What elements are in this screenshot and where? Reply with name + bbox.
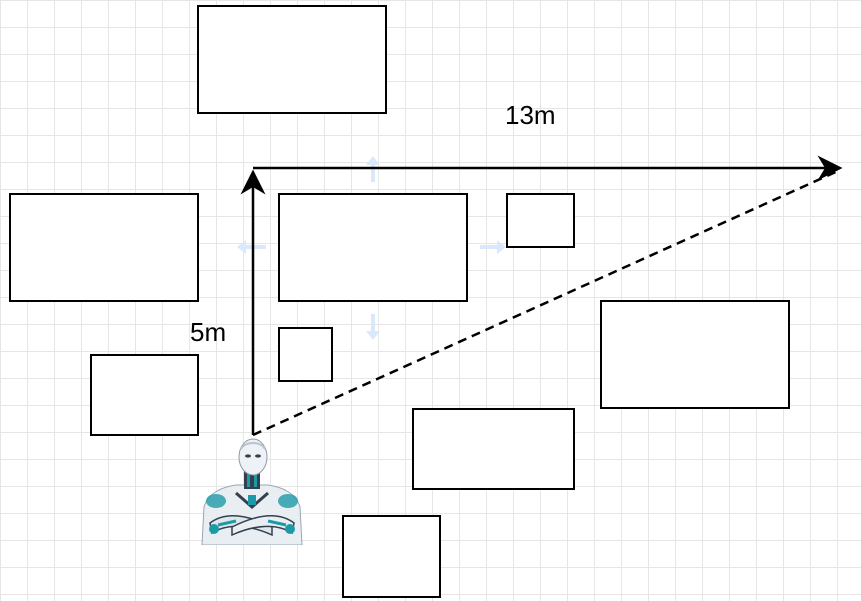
selected-obstacle-box[interactable] bbox=[278, 193, 468, 302]
vertical-distance-label: 5m bbox=[190, 317, 227, 347]
horizontal-distance-label: 13m bbox=[505, 100, 556, 130]
obstacle-box bbox=[197, 5, 387, 114]
obstacle-box bbox=[342, 515, 441, 598]
obstacle-box bbox=[600, 300, 790, 409]
obstacle-box bbox=[9, 193, 199, 302]
obstacle-box bbox=[90, 354, 199, 436]
obstacle-box bbox=[412, 408, 575, 490]
robot-image bbox=[201, 438, 303, 545]
connection-handle-left[interactable] bbox=[237, 240, 266, 254]
diagonal-path-line bbox=[252, 169, 839, 437]
obstacle-box bbox=[278, 327, 333, 382]
connection-handle-right[interactable] bbox=[480, 240, 506, 254]
obstacle-box bbox=[506, 193, 575, 248]
connection-handle-down[interactable] bbox=[366, 314, 380, 340]
